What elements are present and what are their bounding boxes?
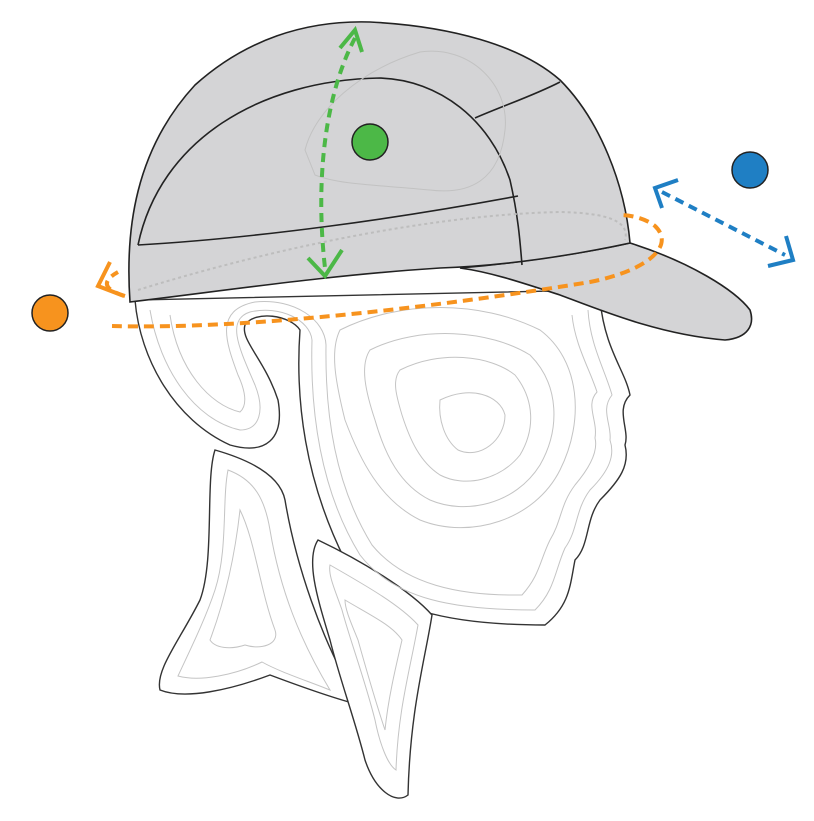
cap-inner-panel <box>304 50 506 192</box>
cap-seam-band <box>137 195 519 246</box>
brim-length-arrow <box>652 178 796 268</box>
circumference-arrow <box>95 213 664 329</box>
orange-circumference-marker-icon <box>31 294 69 332</box>
arrow-head-left <box>95 261 125 298</box>
green-depth-marker-icon <box>351 123 389 161</box>
cap-crown <box>128 21 631 303</box>
cap-seam-side <box>474 81 561 119</box>
crown-depth-arrow <box>306 25 364 280</box>
arrow-head-bottom <box>306 248 344 280</box>
blue-brim-marker-icon <box>731 151 769 189</box>
cap-seam-front <box>137 77 523 266</box>
arrow-head-left <box>652 178 679 209</box>
arrow-head-right <box>767 235 796 268</box>
cap-hidden-band <box>137 210 627 291</box>
head-contours <box>149 301 613 771</box>
neck-front-outline <box>311 539 433 799</box>
cap <box>128 21 753 341</box>
arrow-head-top <box>338 25 364 53</box>
